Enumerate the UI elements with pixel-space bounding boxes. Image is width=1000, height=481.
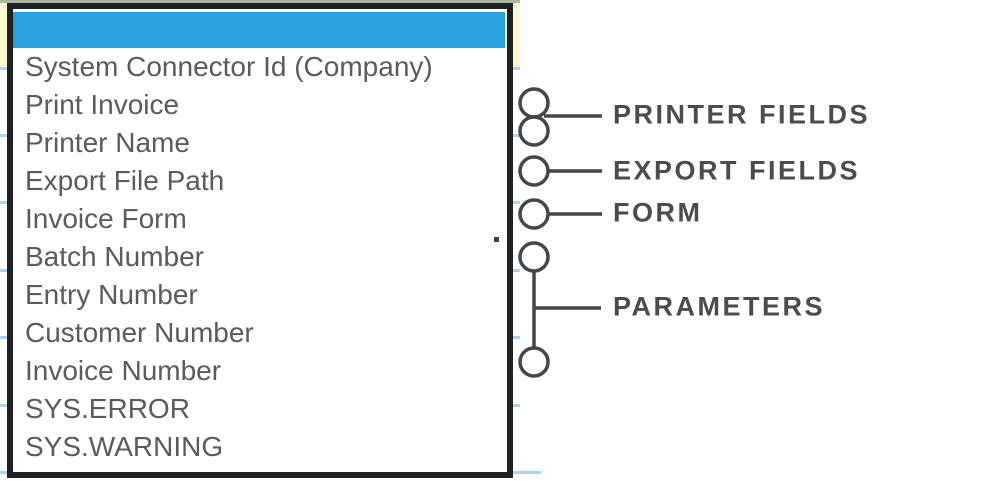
callout-circle-invoice-form — [518, 198, 550, 230]
dropdown-item-invoice-form[interactable]: Invoice Form — [25, 203, 187, 234]
dropdown-item-sys-warning[interactable]: SYS.WARNING — [25, 431, 224, 462]
stray-dot — [494, 237, 499, 242]
dropdown-item-entry-number[interactable]: Entry Number — [25, 279, 198, 310]
dropdown-item-export-file-path[interactable]: Export File Path — [25, 165, 225, 196]
callout-label-form: FORM — [613, 197, 703, 228]
dropdown-item-print-invoice[interactable]: Print Invoice — [25, 89, 180, 120]
dropdown-item-printer-name[interactable]: Printer Name — [25, 127, 190, 158]
callout-circle-parameters-top — [518, 241, 550, 273]
dropdown-item-invoice-number[interactable]: Invoice Number — [25, 355, 222, 386]
callout-label-export-fields: EXPORT FIELDS — [613, 155, 861, 186]
dropdown-item-system-connector-id[interactable]: System Connector Id (Company) — [25, 51, 433, 82]
callout-circle-print-invoice — [518, 87, 550, 119]
callout-circle-export-file-path — [518, 155, 550, 187]
field-list-dropdown[interactable]: System Connector Id (Company) Print Invo… — [7, 3, 513, 478]
dropdown-item-sys-error[interactable]: SYS.ERROR — [25, 393, 190, 424]
callout-circle-parameters-bottom — [518, 346, 550, 378]
callout-label-printer-fields: PRINTER FIELDS — [613, 99, 871, 130]
dropdown-blank-selected-row[interactable] — [13, 12, 505, 48]
dropdown-item-customer-number[interactable]: Customer Number — [25, 317, 254, 348]
callout-label-parameters: PARAMETERS — [613, 291, 826, 322]
dropdown-item-batch-number[interactable]: Batch Number — [25, 241, 204, 272]
callout-circle-printer-name — [518, 115, 550, 147]
spreadsheet-top-row-line — [0, 0, 520, 3]
